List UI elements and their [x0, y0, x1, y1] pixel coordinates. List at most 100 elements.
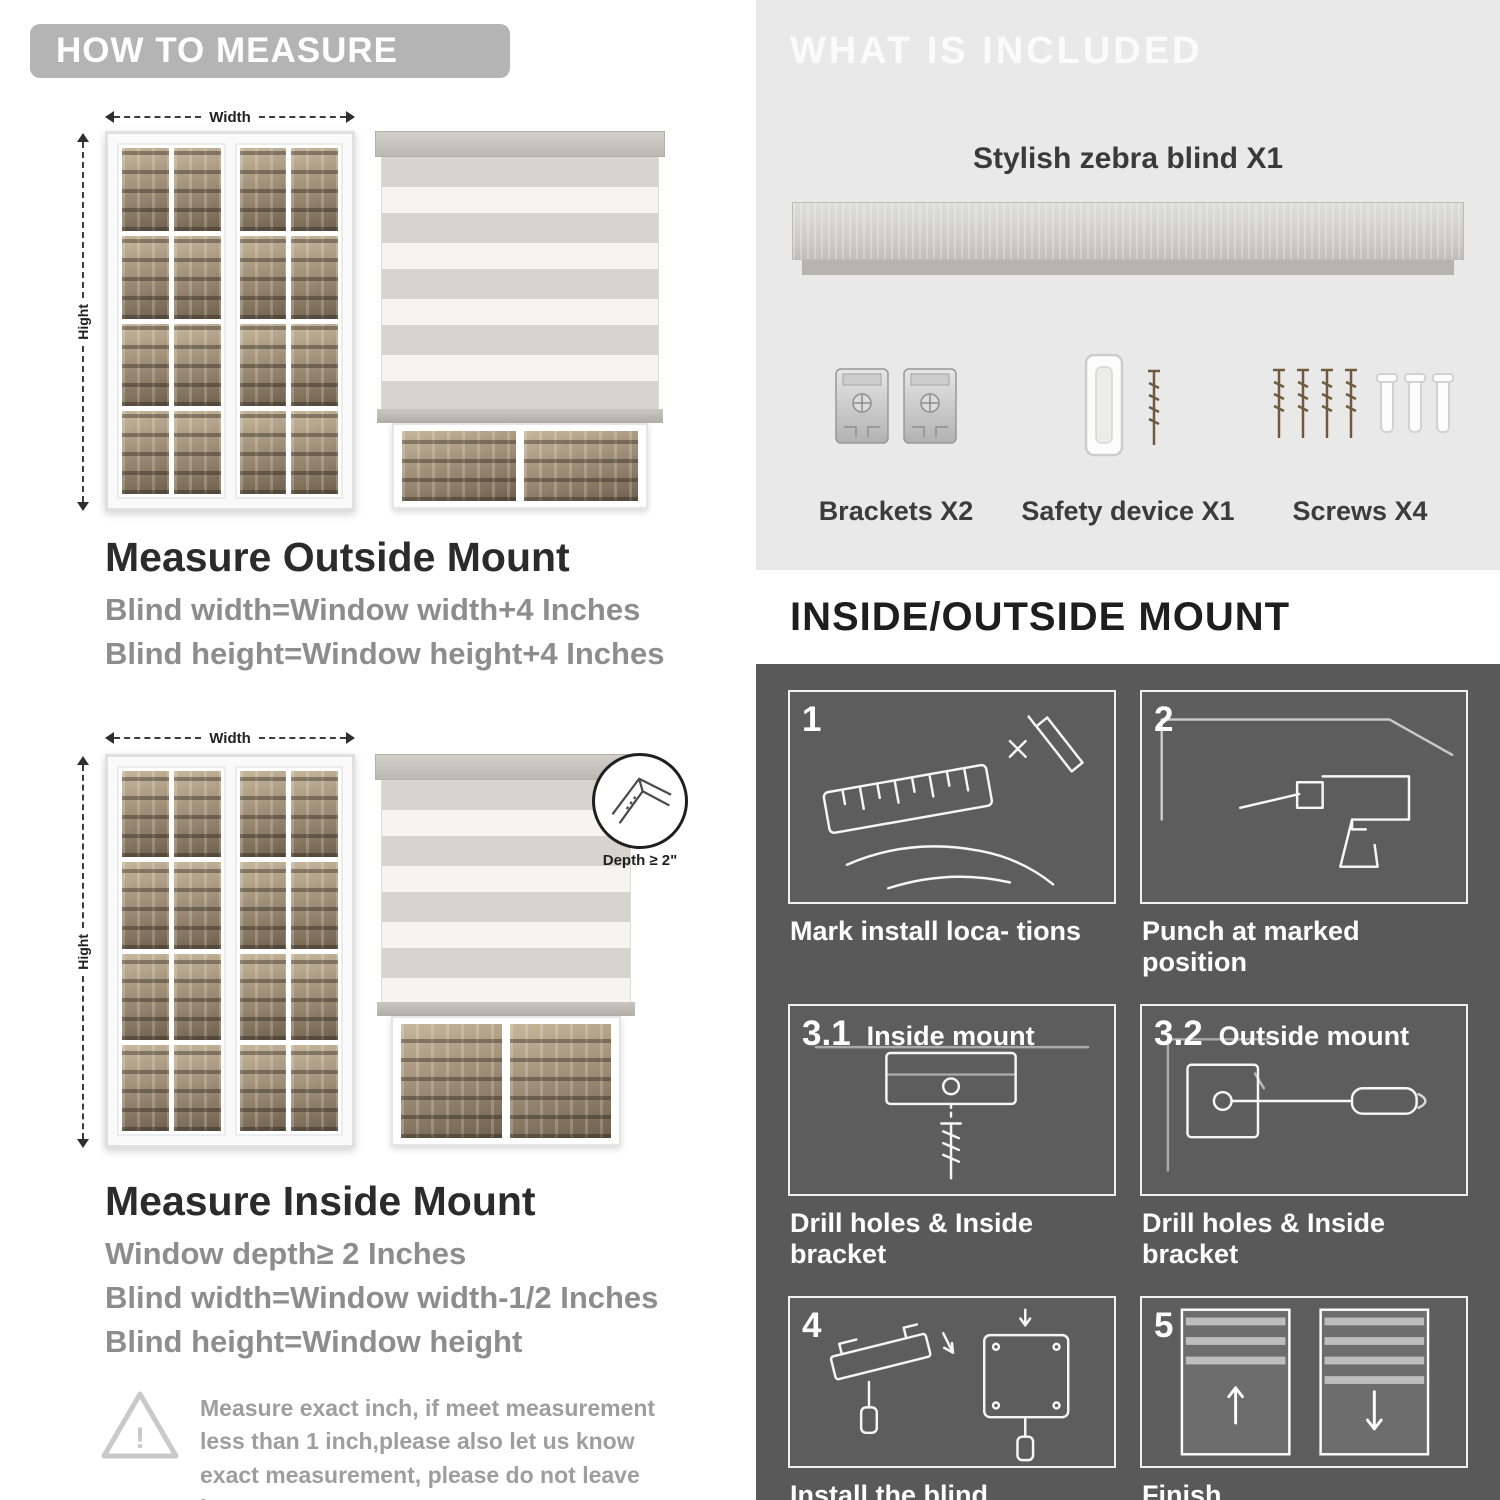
inside-mount-line3: Blind height=Window height [105, 1324, 523, 1359]
step-3-2-illustration: 3.2 Outside mount [1140, 1004, 1468, 1196]
inside-mount-title: Measure Inside Mount [105, 1178, 536, 1224]
window-pane [239, 411, 287, 494]
inside-mount-figure: Width Hight [60, 722, 750, 1177]
width-arrow: Width [105, 730, 356, 747]
step-2-caption: Punch at marked position [1142, 916, 1360, 977]
how-to-measure-header: HOW TO MEASURE [30, 24, 510, 78]
inside-bracket-icon [814, 1045, 1090, 1180]
arrow-up-icon [77, 756, 89, 765]
window-pane [239, 953, 287, 1040]
window-sash [117, 766, 226, 1136]
step-5-caption: Finish [1142, 1480, 1222, 1500]
window-pane [291, 1044, 338, 1131]
warning-triangle-icon: ! [101, 1391, 179, 1459]
window-pane [173, 1044, 221, 1131]
blind-bottom-rail [377, 409, 663, 423]
how-to-measure-section: HOW TO MEASURE Width Hight [30, 24, 750, 1500]
step-1: 1 [788, 690, 1116, 1004]
window-pane [291, 148, 338, 231]
window-pane [173, 771, 221, 858]
drill-icon [1160, 718, 1454, 868]
height-arrow: Hight [74, 756, 92, 1149]
window-pane [122, 235, 169, 319]
window-pane [291, 411, 338, 494]
window-pane [291, 953, 338, 1040]
step-2: 2 Punch at marked position [1140, 690, 1468, 1004]
window-pane [122, 148, 169, 231]
window-pane [239, 323, 287, 407]
window-pane [122, 771, 169, 858]
window-photo [105, 131, 355, 511]
window-pane [239, 148, 287, 231]
step-number: 5 [1154, 1306, 1174, 1345]
step-5-illustration: 5 [1140, 1296, 1468, 1468]
measurement-note: ! Measure exact inch, if meet measuremen… [98, 1388, 678, 1500]
depth-detail-circle [592, 753, 688, 849]
included-item-safety-device: Safety device X1 [1012, 332, 1244, 527]
zebra-blind-illustration [375, 754, 637, 1150]
screws-icon [1273, 368, 1454, 438]
step-4-illustration: 4 [788, 1296, 1116, 1468]
what-is-included-section: WHAT IS INCLUDED Stylish zebra blind X1 [756, 0, 1500, 570]
screws-label: Screws X4 [1292, 496, 1428, 526]
step-3-1-caption: Drill holes & Inside bracket [790, 1208, 1034, 1269]
svg-text:!: ! [135, 1422, 145, 1455]
step-number: 3.2 [1154, 1014, 1203, 1053]
height-label: Hight [75, 934, 91, 970]
window-pane [122, 862, 169, 949]
outside-mount-line2: Blind height=Window height+4 Inches [105, 636, 665, 671]
window-pane [239, 235, 287, 319]
step-1-illustration: 1 [788, 690, 1116, 904]
outside-mount-title: Measure Outside Mount [105, 534, 570, 580]
arrow-left-icon [105, 111, 114, 123]
window-pane [173, 323, 221, 407]
mount-header: INSIDE/OUTSIDE MOUNT [756, 570, 1500, 664]
included-item-screws: Screws X4 [1244, 332, 1476, 527]
window-pane [291, 323, 338, 407]
window-pane [122, 1044, 169, 1131]
arrow-down-icon [77, 502, 89, 512]
note-text: Measure exact inch, if meet measurement … [200, 1395, 656, 1500]
mount-steps-grid: 1 [756, 664, 1500, 1500]
blind-shade [381, 780, 631, 1002]
window-pane [173, 953, 221, 1040]
window-pane [122, 953, 169, 1040]
arrow-down-icon [77, 1139, 89, 1149]
step-3-1: 3.1 Inside mount [788, 1004, 1116, 1296]
what-is-included-header: WHAT IS INCLUDED [790, 30, 1203, 72]
blind-headrail-lip [802, 260, 1454, 275]
window-pane [173, 235, 221, 319]
height-arrow: Hight [74, 133, 92, 512]
window-pane [291, 771, 338, 858]
arrow-right-icon [346, 732, 356, 744]
window-pane [173, 862, 221, 949]
arrow-right-icon [346, 111, 356, 123]
window-pane [291, 862, 338, 949]
brackets-label: Brackets X2 [818, 496, 974, 526]
blind-cassette [375, 131, 665, 157]
step-3-2: 3.2 Outside mount [1140, 1004, 1468, 1296]
step-title: Outside mount [1218, 1021, 1410, 1051]
arrow-up-icon [77, 133, 89, 142]
blind-cassette [375, 754, 637, 780]
step-3-2-caption: Drill holes & Inside bracket [1142, 1208, 1386, 1269]
outside-bracket-icon [1166, 1038, 1427, 1172]
window-pane [122, 411, 169, 494]
safety-device-label: Safety device X1 [1021, 496, 1235, 526]
product-label: Stylish zebra blind X1 [972, 142, 1284, 175]
install-blind-icon [829, 1308, 1070, 1462]
window-pane [239, 771, 287, 858]
window-behind-blind [392, 423, 648, 509]
window-pane [173, 148, 221, 231]
window-pane [173, 411, 221, 494]
zebra-blind-illustration [375, 131, 665, 513]
window-pane [239, 1044, 287, 1131]
inside-mount-line1: Window depth≥ 2 Inches [105, 1236, 467, 1271]
mark-locations-icon [822, 715, 1084, 890]
mount-section: INSIDE/OUTSIDE MOUNT 1 [756, 570, 1500, 1500]
window-pane [291, 235, 338, 319]
step-4-caption: Install the blind [790, 1480, 989, 1500]
step-number: 1 [802, 700, 822, 739]
blind-bottom-rail [377, 1002, 635, 1016]
